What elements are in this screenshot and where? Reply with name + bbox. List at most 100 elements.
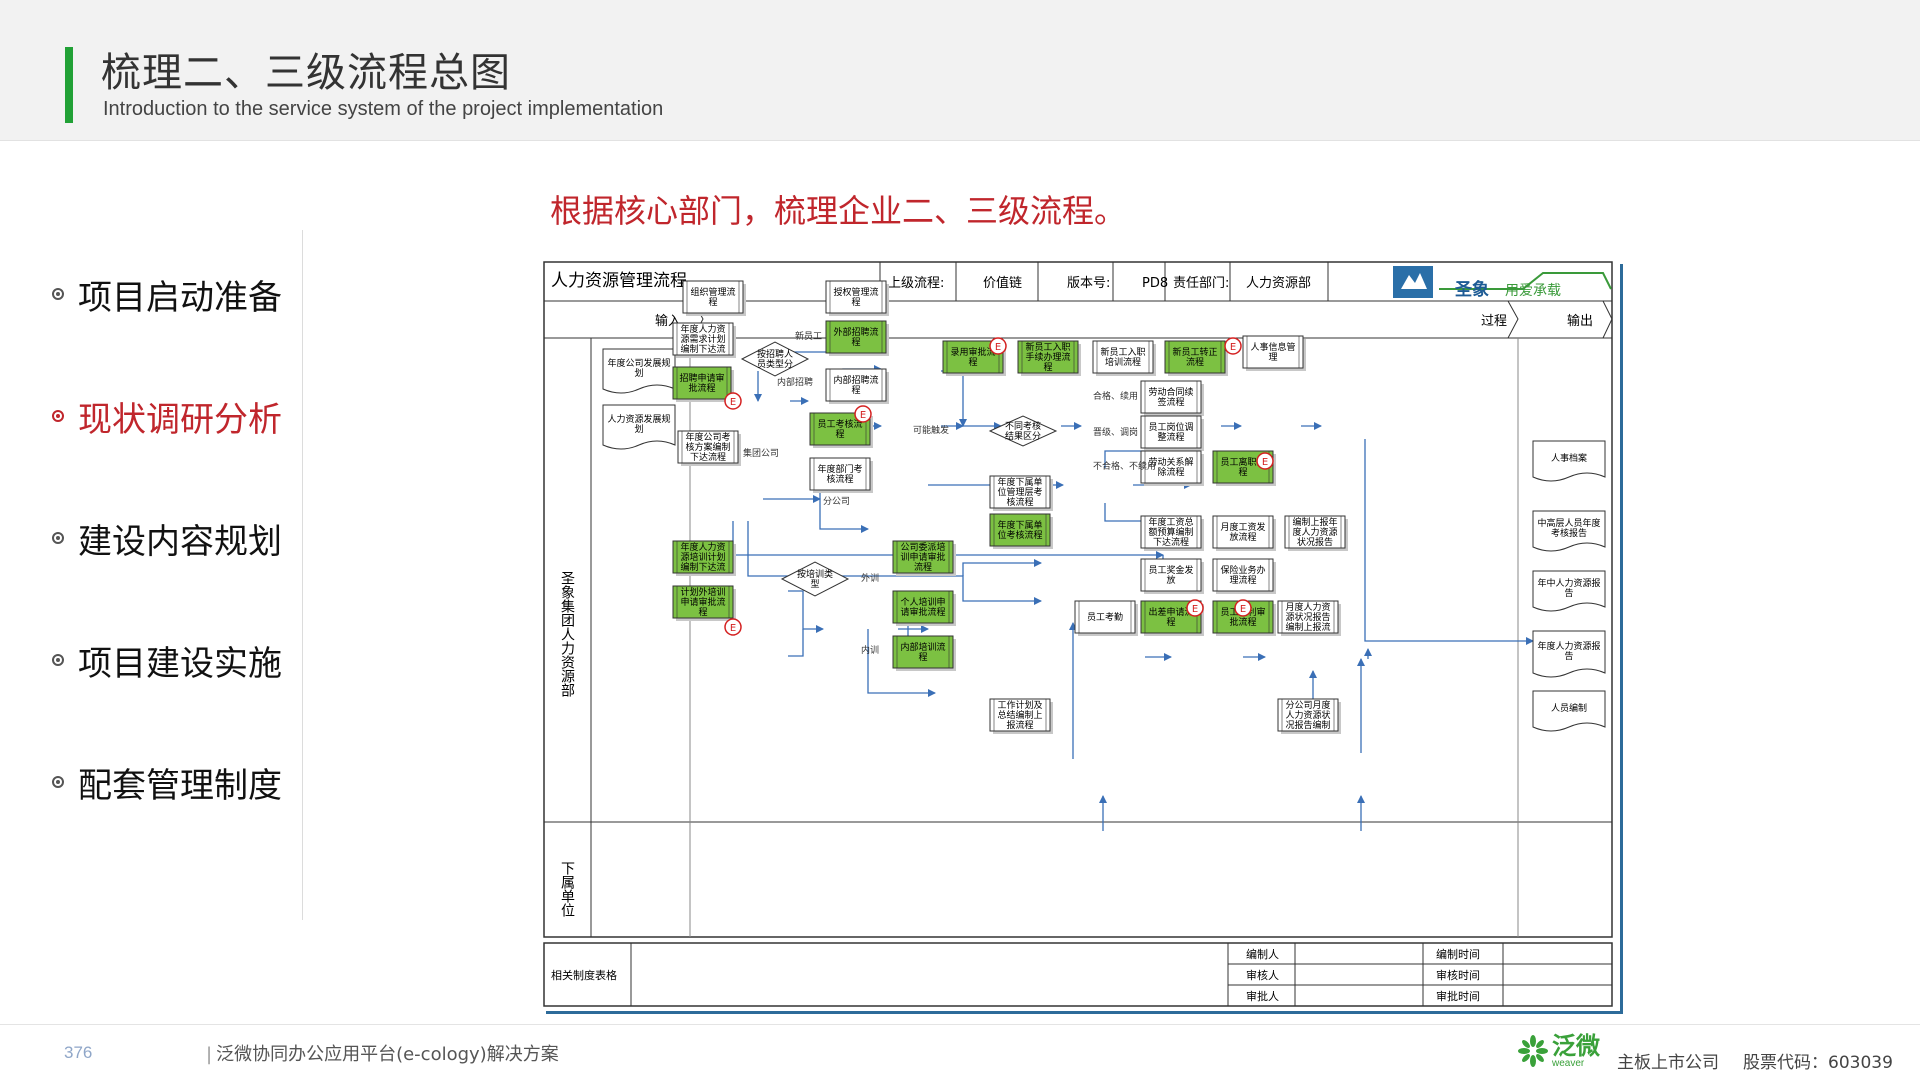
process-label: 年度人力资源需求计划编制下达流 (680, 323, 725, 355)
process-box (1140, 380, 1202, 414)
process-label: 新员工入职培训流程 (1100, 346, 1145, 368)
brand-slogan: 用爱承载 (1505, 283, 1561, 299)
process-box (825, 280, 887, 314)
document-label: 年度人力资源报告 (1537, 640, 1600, 662)
output-document (1532, 440, 1606, 482)
document-label: 中高层人员年度考核报告 (1537, 517, 1600, 539)
process-label: 招聘申请审批流程 (679, 372, 724, 394)
decision-diamond (740, 341, 810, 377)
process-label: 年度公司考核方案编制下达流程 (685, 431, 730, 463)
event-marker-label: E (995, 342, 1001, 353)
meta-value: 人力资源部 (1246, 276, 1311, 291)
flow-arrow (1364, 439, 1534, 645)
nav-item-kickoff[interactable]: 项目启动准备 (52, 266, 282, 322)
process-label: 新员工转正流程 (1172, 346, 1217, 368)
process-diagram: 人力资源管理流程 上级流程: 价值链 版本号: PD8 责任部门: 人力资源部 … (543, 261, 1620, 1011)
nav-item-analysis[interactable]: 现状调研分析 (52, 388, 282, 444)
footer-product-text: 泛微协同办公应用平台(e-cology)解决方案 (216, 1044, 559, 1065)
footer-time: 编制时间 (1436, 947, 1480, 961)
slide-title: 梳理二、三级流程总图 (101, 50, 511, 96)
process-box (677, 430, 739, 464)
process-box (1212, 558, 1274, 592)
section-nav: 项目启动准备 现状调研分析 建设内容规划 项目建设实施 配套管理制度 (52, 230, 303, 920)
process-label: 年度部门考核流程 (817, 463, 862, 485)
process-box (1074, 600, 1136, 634)
process-box (1164, 340, 1226, 374)
process-label: 编制上报年度人力资源状况报告 (1292, 516, 1337, 548)
process-label: 劳动关系解除流程 (1148, 456, 1193, 478)
nav-item-management[interactable]: 配套管理制度 (52, 754, 282, 810)
meta-label: 责任部门: (1173, 276, 1229, 291)
process-box (892, 540, 954, 574)
document-label: 人事档案 (1551, 452, 1587, 464)
decision-label: 按招聘人员类型分 (757, 348, 793, 370)
process-box (825, 320, 887, 354)
process-label: 内部培训流程 (900, 641, 945, 663)
event-marker (1256, 452, 1274, 470)
event-marker-label: E (730, 623, 736, 634)
edge-label: 不合格、不续用 (1093, 460, 1156, 472)
decision-label: 按培训类型 (797, 568, 833, 590)
process-label: 内部招聘流程 (833, 374, 878, 396)
event-marker-label: E (1240, 604, 1246, 615)
weaver-logo: 泛微 weaver (1518, 1034, 1600, 1069)
process-box (1277, 698, 1339, 732)
logo-cn: 泛微 (1552, 1032, 1600, 1060)
footer-role: 审核人 (1246, 968, 1279, 982)
process-box (1140, 415, 1202, 449)
event-marker-label: E (1262, 457, 1268, 468)
event-marker (724, 618, 742, 636)
process-label: 员工奖金发放 (1148, 564, 1193, 586)
process-box (809, 457, 871, 491)
docs-label: 相关制度表格 (551, 968, 617, 982)
process-label: 员工离职流程 (1220, 456, 1265, 478)
document-label: 年中人力资源报告 (1537, 577, 1600, 599)
brand-logo: 圣象 用爱承载 (1393, 266, 1612, 300)
output-document (1532, 630, 1606, 678)
footer-divider (0, 1024, 1920, 1025)
process-label: 劳动合同续签流程 (1148, 386, 1193, 408)
nav-item-label: 配套管理制度 (78, 765, 282, 806)
document-label: 人力资源发展规划 (607, 413, 670, 435)
event-marker (989, 337, 1007, 355)
process-box (1017, 340, 1079, 374)
nav-item-implementation[interactable]: 项目建设实施 (52, 632, 282, 688)
meta-label: 上级流程: (888, 276, 944, 291)
slide-subtitle: Introduction to the service system of th… (103, 98, 664, 120)
footer-time: 审核时间 (1436, 968, 1480, 982)
process-label: 出差申请流程 (1148, 606, 1193, 628)
process-box (989, 698, 1051, 732)
process-label: 组织管理流程 (690, 286, 735, 308)
flow-shapes: 年度公司发展规划人力资源发展规划人事档案中高层人员年度考核报告年中人力资源报告年… (602, 280, 1606, 734)
nav-item-label: 项目启动准备 (78, 277, 282, 318)
process-label: 月度人力资源状况报告编制上报流 (1285, 601, 1330, 633)
decision-diamond (988, 415, 1058, 447)
footer-product: |泛微协同办公应用平台(e-cology)解决方案 (206, 1044, 559, 1065)
output-document (1532, 690, 1606, 732)
page-number: 376 (64, 1043, 93, 1062)
bullet-icon (52, 776, 64, 788)
process-box (892, 590, 954, 624)
process-label: 员工考核流程 (817, 418, 862, 440)
weaver-logo-icon (1518, 1034, 1548, 1068)
meta-label: 版本号: (1067, 276, 1110, 291)
edge-label: 内部招聘 (777, 376, 813, 388)
decision-diamond (780, 561, 850, 597)
process-box (989, 513, 1051, 547)
process-box (672, 366, 732, 400)
event-marker-label: E (860, 410, 866, 421)
process-label: 年度人力资源培训计划编制下达流 (680, 541, 725, 573)
nav-item-planning[interactable]: 建设内容规划 (52, 510, 282, 566)
process-label: 计划外培训申请审批流程 (680, 586, 725, 618)
process-label: 年度下属单位管理层考核流程 (997, 476, 1042, 508)
nav-item-label: 项目建设实施 (78, 643, 282, 684)
diagram-title: 人力资源管理流程 (551, 271, 687, 291)
process-label: 年度下属单位考核流程 (997, 519, 1042, 541)
headline: 根据核心部门，梳理企业二、三级流程。 (550, 192, 1127, 230)
stock-code: 股票代码：603039 (1743, 1053, 1893, 1073)
edge-label: 晋级、调岗 (1093, 426, 1138, 438)
flow-arrow (788, 590, 824, 633)
footer-time: 审批时间 (1436, 989, 1480, 1003)
bullet-icon (52, 410, 64, 422)
nav-item-label: 建设内容规划 (78, 521, 282, 562)
